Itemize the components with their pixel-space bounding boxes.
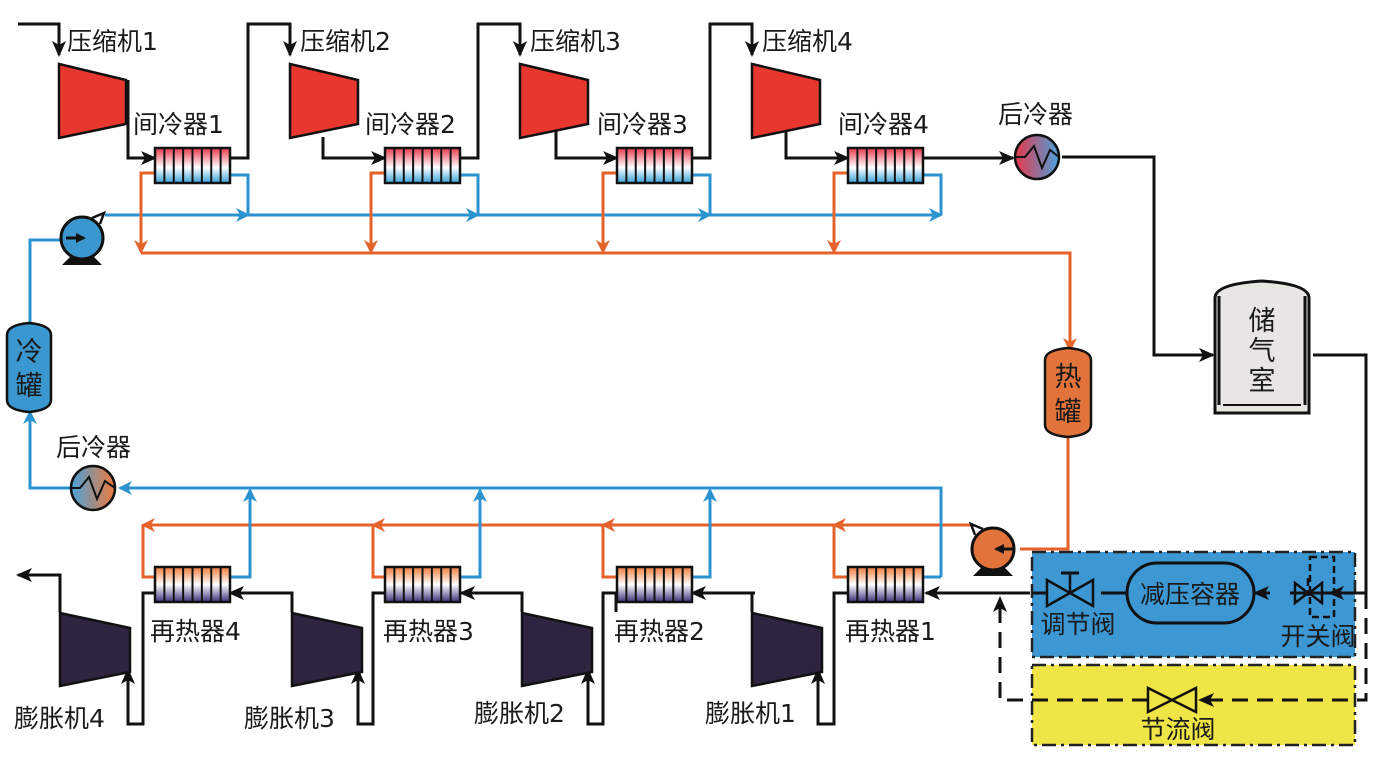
compressor-4 (750, 62, 822, 140)
decompression-vessel-label: 减压容器 (1140, 580, 1240, 609)
intercooler-4-label: 间冷器4 (838, 110, 929, 139)
reheater-2-label: 再热器2 (614, 617, 705, 646)
cold-tank-label-1: 冷 (16, 337, 43, 368)
storage-label-2: 气 (1249, 336, 1276, 367)
reheater-3-label: 再热器3 (383, 617, 474, 646)
intercooler-3-label: 间冷器3 (597, 110, 688, 139)
reheater-1-label: 再热器1 (845, 617, 936, 646)
hot-water-top-loop (134, 171, 1077, 352)
reheater-1 (846, 565, 925, 604)
intercooler-1 (153, 146, 232, 185)
hot-tank: 热 罐 (1043, 346, 1093, 439)
throttle-valve-icon[interactable] (1146, 685, 1198, 715)
compressor-2 (288, 62, 360, 140)
expanders (58, 611, 824, 688)
switch-valve-label: 开关阀 (1280, 622, 1355, 651)
storage-label-1: 储 (1249, 306, 1276, 337)
switch-valve-icon[interactable] (1293, 555, 1336, 619)
intercooler-2-label: 间冷器2 (365, 110, 456, 139)
heat-exchangers (153, 146, 925, 604)
compressors (57, 62, 822, 140)
compressor-3-label: 压缩机3 (530, 27, 621, 56)
aftercooler-top (1013, 133, 1061, 181)
compressor-2-label: 压缩机2 (300, 27, 391, 56)
cold-tank-label-2: 罐 (16, 371, 43, 402)
expander-3-label: 膨胀机3 (244, 704, 335, 733)
compressor-1-label: 压缩机1 (67, 27, 158, 56)
compression-air-path (18, 22, 1368, 600)
expander-1-label: 膨胀机1 (705, 699, 796, 728)
regulating-valve-label: 调节阀 (1040, 610, 1115, 639)
intercooler-1-label: 间冷器1 (133, 110, 224, 139)
gas-storage-chamber: 储 气 室 (1213, 279, 1311, 415)
compressor-3 (518, 62, 590, 140)
reheater-4 (153, 565, 232, 604)
compressor-4-label: 压缩机4 (762, 27, 853, 56)
storage-label-3: 室 (1249, 366, 1276, 397)
aftercooler-top-label: 后冷器 (998, 100, 1073, 129)
expander-3 (290, 611, 364, 688)
reheater-2 (615, 565, 694, 604)
expander-2-label: 膨胀机2 (474, 699, 565, 728)
heat-exchange-coil-icon (1015, 144, 1060, 171)
throttle-valve-label: 节流阀 (1140, 715, 1215, 744)
cold-water-bottom-loop (23, 410, 943, 579)
cold-tank: 冷 罐 (5, 321, 53, 414)
expander-4 (58, 611, 132, 688)
heat-exchange-coil-icon (71, 475, 116, 502)
hot-tank-label-2: 罐 (1055, 397, 1082, 428)
reheater-3 (383, 565, 462, 604)
intercooler-4 (846, 146, 925, 185)
cold-water-pump (59, 210, 107, 265)
hot-water-pump (968, 521, 1016, 576)
labels: 压缩机1 压缩机2 压缩机3 压缩机4 间冷器1 间冷器2 间冷器3 间冷器4 … (14, 27, 1073, 733)
expander-2 (520, 611, 594, 688)
throttle-zone-contents: 节流阀 (993, 593, 1368, 744)
hot-water-bottom-loop (141, 435, 1070, 579)
expander-1 (750, 611, 824, 688)
intercooler-3 (615, 146, 694, 185)
expander-4-label: 膨胀机4 (14, 704, 105, 733)
aftercooler-bottom (69, 464, 117, 512)
throttle-zone (1030, 663, 1357, 747)
pressure-zone-contents: 减压容器 调节阀 开关阀 (1032, 555, 1356, 651)
compressor-1 (57, 62, 128, 140)
intercooler-2 (383, 146, 462, 185)
cold-water-top-loop (28, 173, 943, 325)
aftercooler-bottom-label: 后冷器 (56, 433, 131, 462)
reheater-4-label: 再热器4 (150, 617, 241, 646)
expander-outlet-links (228, 586, 754, 612)
hot-tank-label-1: 热 (1055, 362, 1082, 393)
